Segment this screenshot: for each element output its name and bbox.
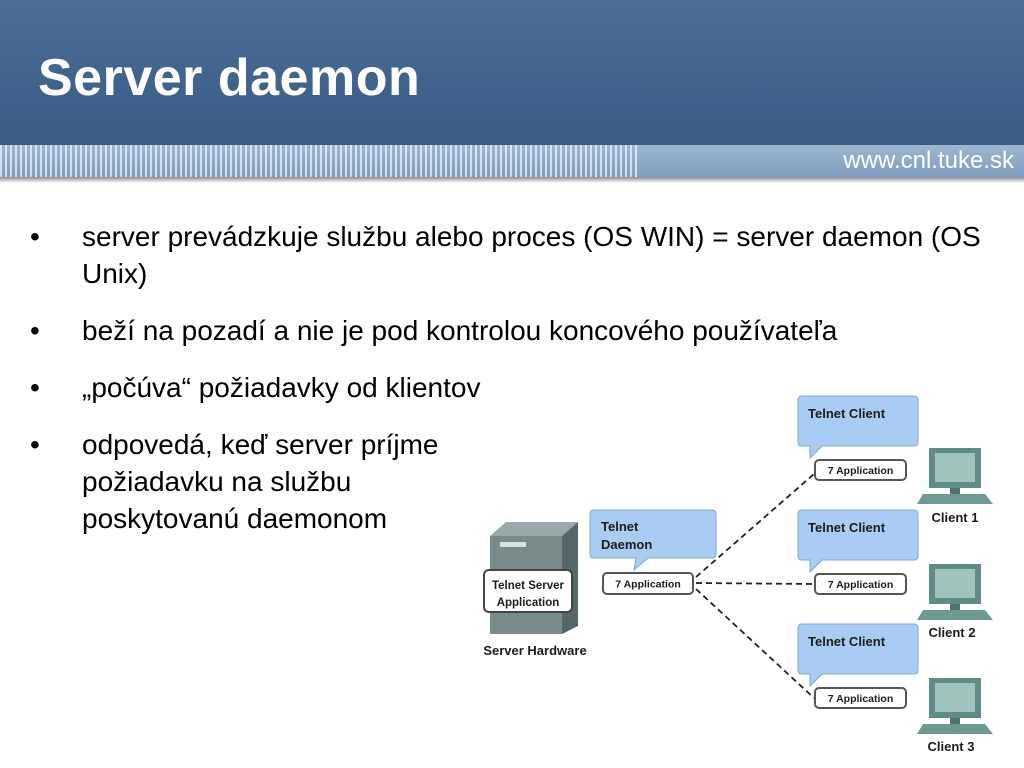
bullet-text: beží na pozadí a nie je pod kontrolou ko… <box>82 315 838 346</box>
server-layer-box: 7 Application <box>602 572 694 595</box>
client-group-1: Telnet Client 7 Application Client 1 <box>797 395 993 525</box>
bullet-marker: • <box>30 315 40 346</box>
computer-icon <box>917 448 993 504</box>
bullet-marker: • <box>30 372 40 403</box>
client-group-2: Telnet Client 7 Application Client 2 <box>797 509 993 640</box>
bullet-text: odpovedá, keď server príjme požiadavku n… <box>82 429 439 534</box>
bullet-list: • server prevádzkuje službu alebo proces … <box>30 218 1005 557</box>
bullet-marker: • <box>30 221 40 252</box>
server-app-line1: Telnet Server <box>492 580 565 592</box>
daemon-bubble: Telnet Daemon <box>589 509 717 572</box>
server-layer-label: 7 Application <box>615 579 681 591</box>
server-hardware: Telnet Server Application Server Hardwar… <box>483 522 587 658</box>
client-name: Client 2 <box>929 625 976 640</box>
bullet-text: server prevádzkuje službu alebo proces (… <box>82 221 981 289</box>
computer-icon <box>917 564 993 620</box>
client-group-3: Telnet Client 7 Application Client 3 <box>797 623 993 754</box>
client-layer-label: 7 Application <box>828 579 894 591</box>
client-name: Client 3 <box>928 739 975 754</box>
bullet-marker: • <box>30 429 40 460</box>
slide-title: Server daemon <box>38 49 421 107</box>
computer-icon <box>917 678 993 734</box>
banner-stripe-pattern <box>0 145 640 177</box>
client-bubble-label: Telnet Client <box>808 634 886 649</box>
telnet-diagram: Telnet Server Application Server Hardwar… <box>483 395 993 754</box>
daemon-bubble-line2: Daemon <box>601 537 652 552</box>
bullet-item: • „počúva“ požiadavky od klientov <box>30 369 1005 406</box>
client-bubble-label: Telnet Client <box>808 406 886 421</box>
bullet-item: • server prevádzkuje službu alebo proces … <box>30 218 1005 292</box>
client-layer-label: 7 Application <box>828 465 894 477</box>
client-bubble-label: Telnet Client <box>808 520 886 535</box>
server-hardware-caption: Server Hardware <box>483 643 586 658</box>
bullet-item: • odpovedá, keď server príjme požiadavku … <box>30 426 502 537</box>
bullet-item: • beží na pozadí a nie je pod kontrolou k… <box>30 312 1005 349</box>
server-app-line2: Application <box>497 597 560 609</box>
bullet-text: „počúva“ požiadavky od klientov <box>82 372 481 403</box>
daemon-bubble-line1: Telnet <box>601 519 639 534</box>
connection-lines <box>695 473 815 699</box>
client-layer-label: 7 Application <box>828 693 894 705</box>
banner-shadow <box>0 177 1024 183</box>
client-name: Client 1 <box>932 510 979 525</box>
site-url: www.cnl.tuke.sk <box>843 147 1014 174</box>
